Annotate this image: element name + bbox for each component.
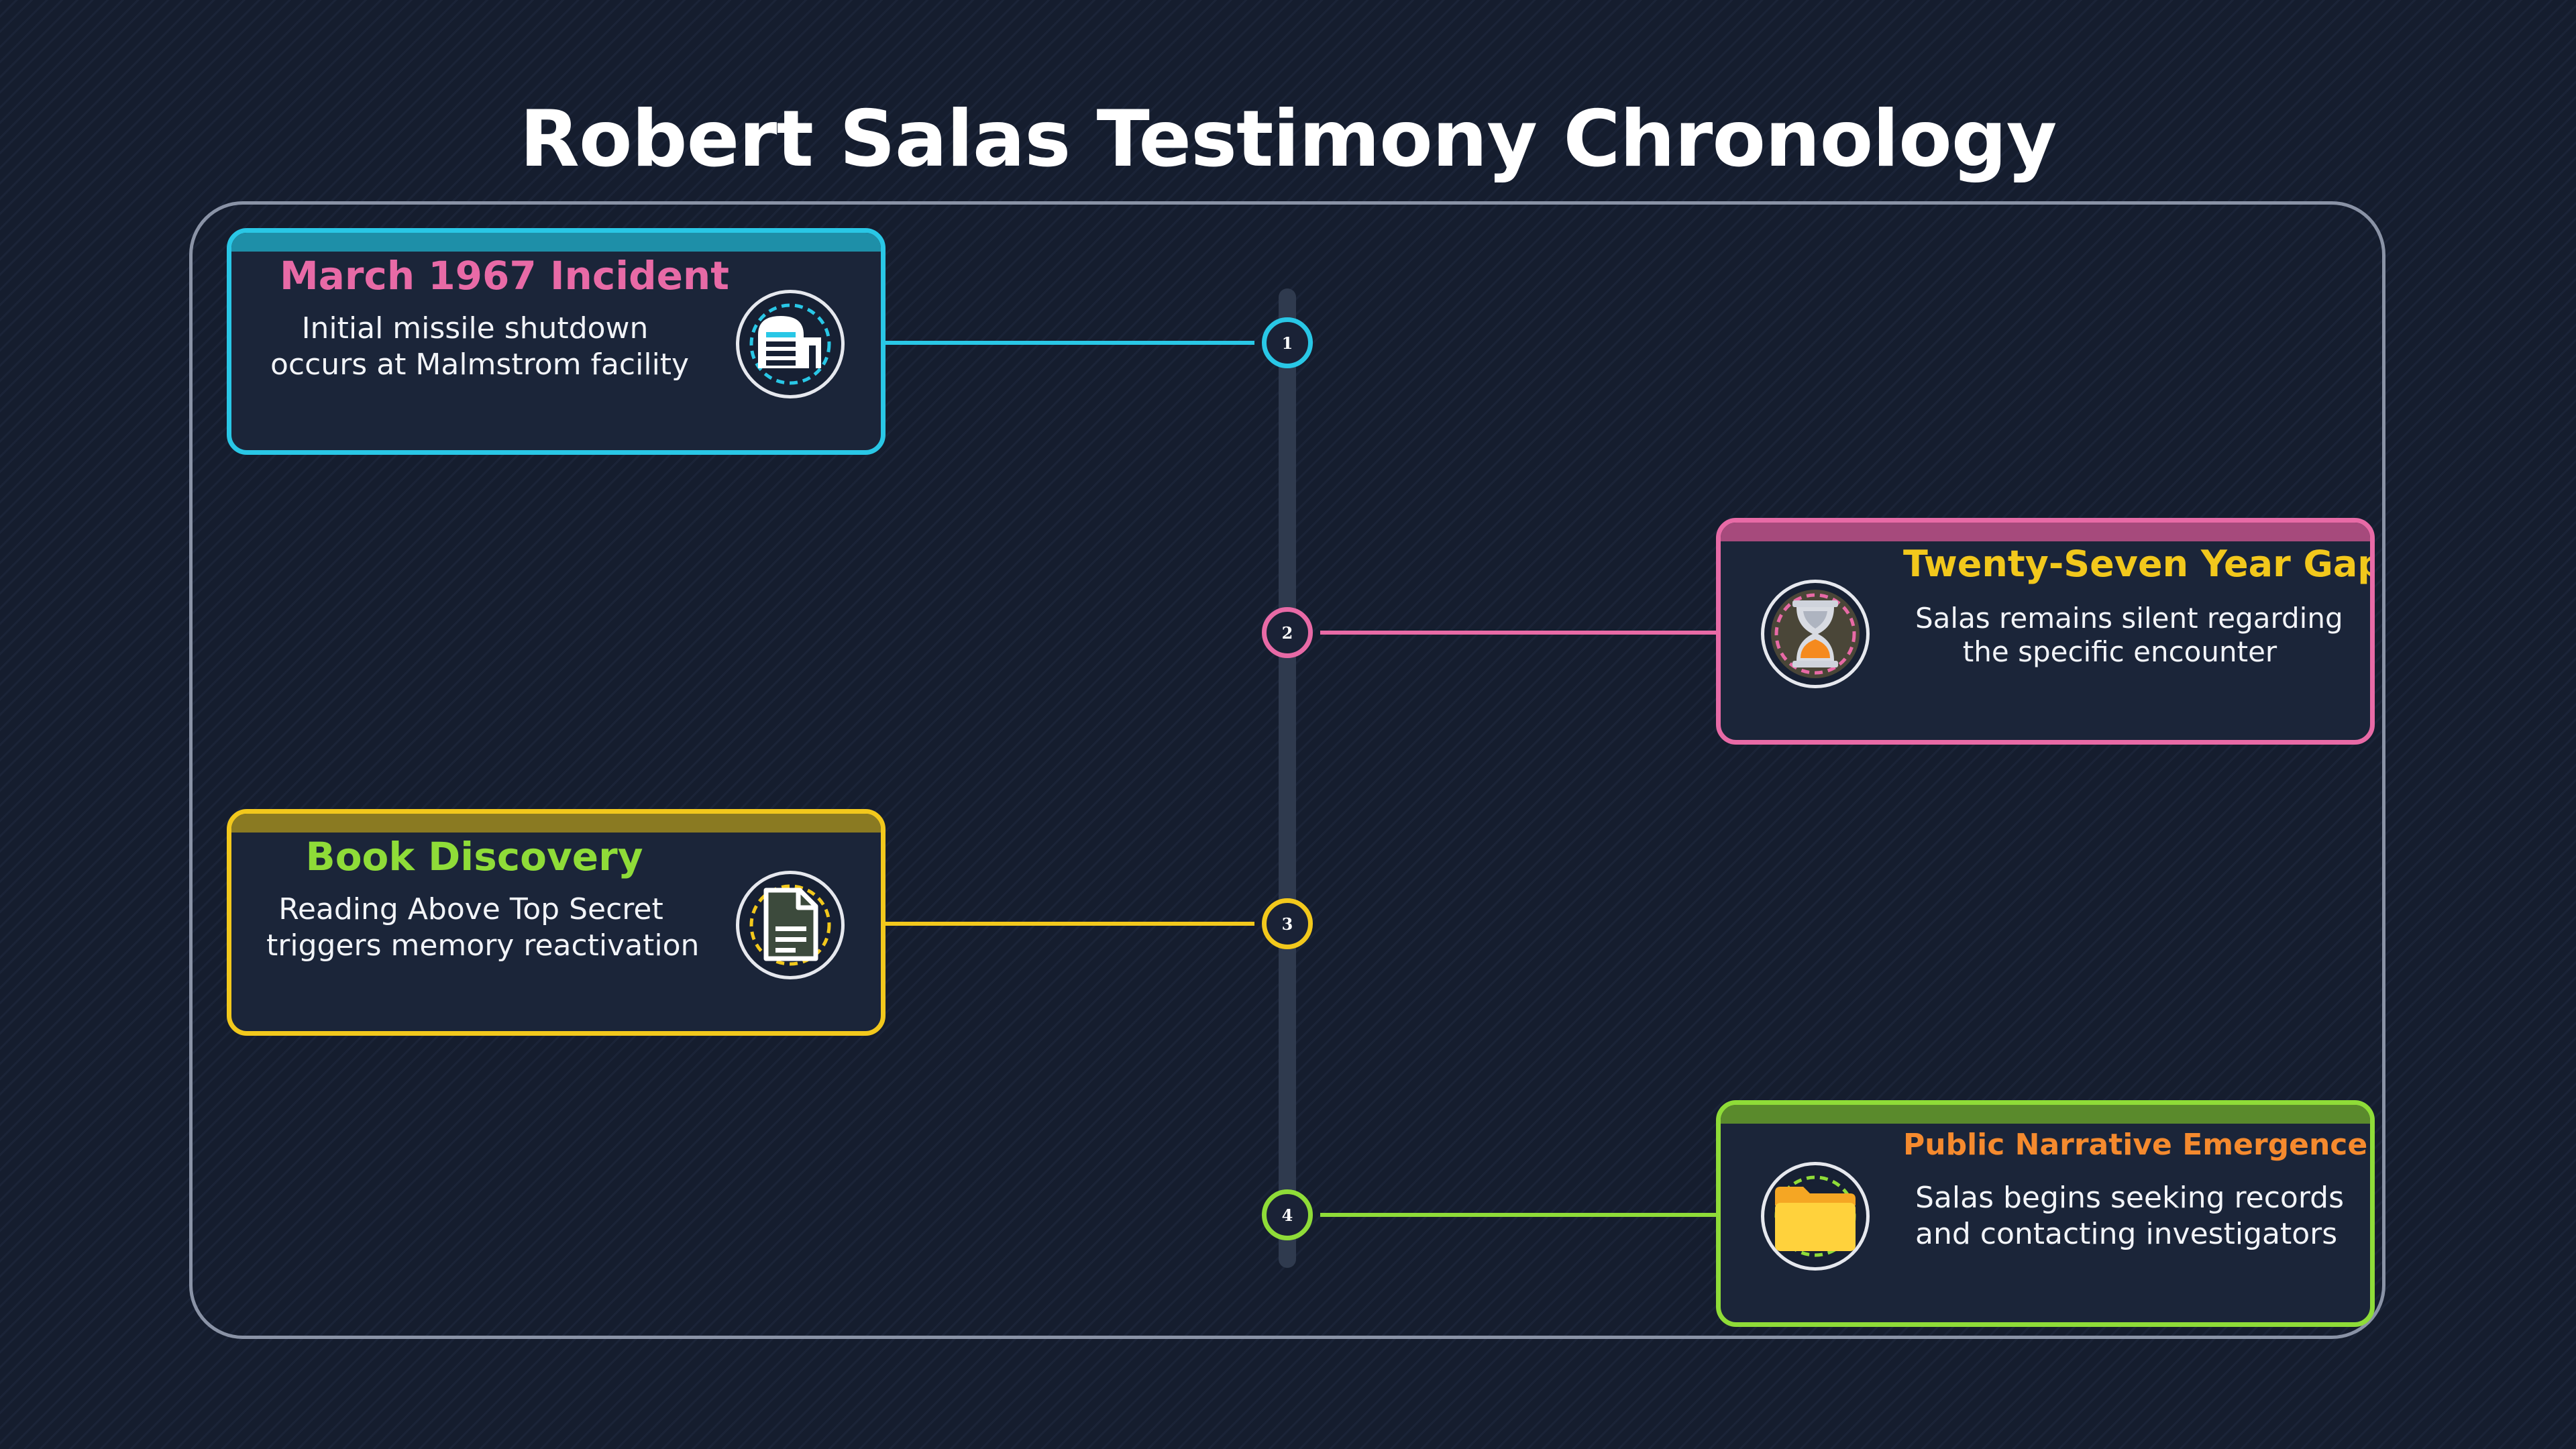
event-desc-line-1: Salas begins seeking records bbox=[1915, 1181, 2344, 1215]
event-title: March 1967 Incident bbox=[280, 253, 729, 299]
event-desc-line-1: Salas remains silent regarding bbox=[1915, 602, 2343, 635]
event-desc-line-1: Reading Above Top Secret bbox=[278, 892, 663, 926]
connector-4 bbox=[1320, 1213, 1717, 1217]
card-cap bbox=[231, 814, 881, 833]
event-desc-line-2: the specific encounter bbox=[1962, 635, 2277, 668]
building-icon bbox=[749, 303, 831, 385]
event-desc-line-2: and contacting investigators bbox=[1915, 1217, 2338, 1251]
connector-1 bbox=[884, 341, 1254, 345]
event-desc-line-2: triggers memory reactivation bbox=[266, 928, 700, 963]
document-icon bbox=[749, 884, 831, 966]
timeline-frame bbox=[189, 201, 2385, 1339]
card-cap bbox=[1721, 523, 2370, 541]
event-title: Book Discovery bbox=[305, 834, 643, 879]
hourglass-icon bbox=[1771, 590, 1860, 678]
timeline-node-1: 1 bbox=[1262, 317, 1313, 368]
timeline-node-4: 4 bbox=[1262, 1189, 1313, 1240]
event-badge bbox=[1761, 580, 1870, 688]
connector-2 bbox=[1320, 631, 1717, 635]
event-badge bbox=[736, 290, 845, 398]
event-title: Public Narrative Emergence bbox=[1903, 1128, 2368, 1162]
card-cap bbox=[1721, 1105, 2370, 1124]
page-title: Robert Salas Testimony Chronology bbox=[519, 94, 2057, 184]
event-badge bbox=[1761, 1162, 1870, 1271]
event-desc-line-2: occurs at Malmstrom facility bbox=[270, 347, 690, 382]
timeline-node-3: 3 bbox=[1262, 898, 1313, 949]
event-card-4: Public Narrative Emergence Salas begins … bbox=[1716, 1100, 2375, 1327]
event-title: Twenty-Seven Year Gap bbox=[1903, 543, 2375, 585]
event-card-1: March 1967 Incident Initial missile shut… bbox=[227, 228, 885, 455]
timeline-node-2: 2 bbox=[1262, 607, 1313, 658]
event-badge bbox=[736, 871, 845, 979]
event-desc-line-1: Initial missile shutdown bbox=[301, 311, 649, 345]
event-card-2: Twenty-Seven Year Gap Salas remains sile… bbox=[1716, 518, 2375, 745]
folder-icon bbox=[1774, 1175, 1856, 1257]
event-card-3: Book Discovery Reading Above Top Secret … bbox=[227, 809, 885, 1036]
connector-3 bbox=[884, 922, 1254, 926]
card-cap bbox=[231, 233, 881, 252]
timeline-spine bbox=[1279, 288, 1296, 1268]
